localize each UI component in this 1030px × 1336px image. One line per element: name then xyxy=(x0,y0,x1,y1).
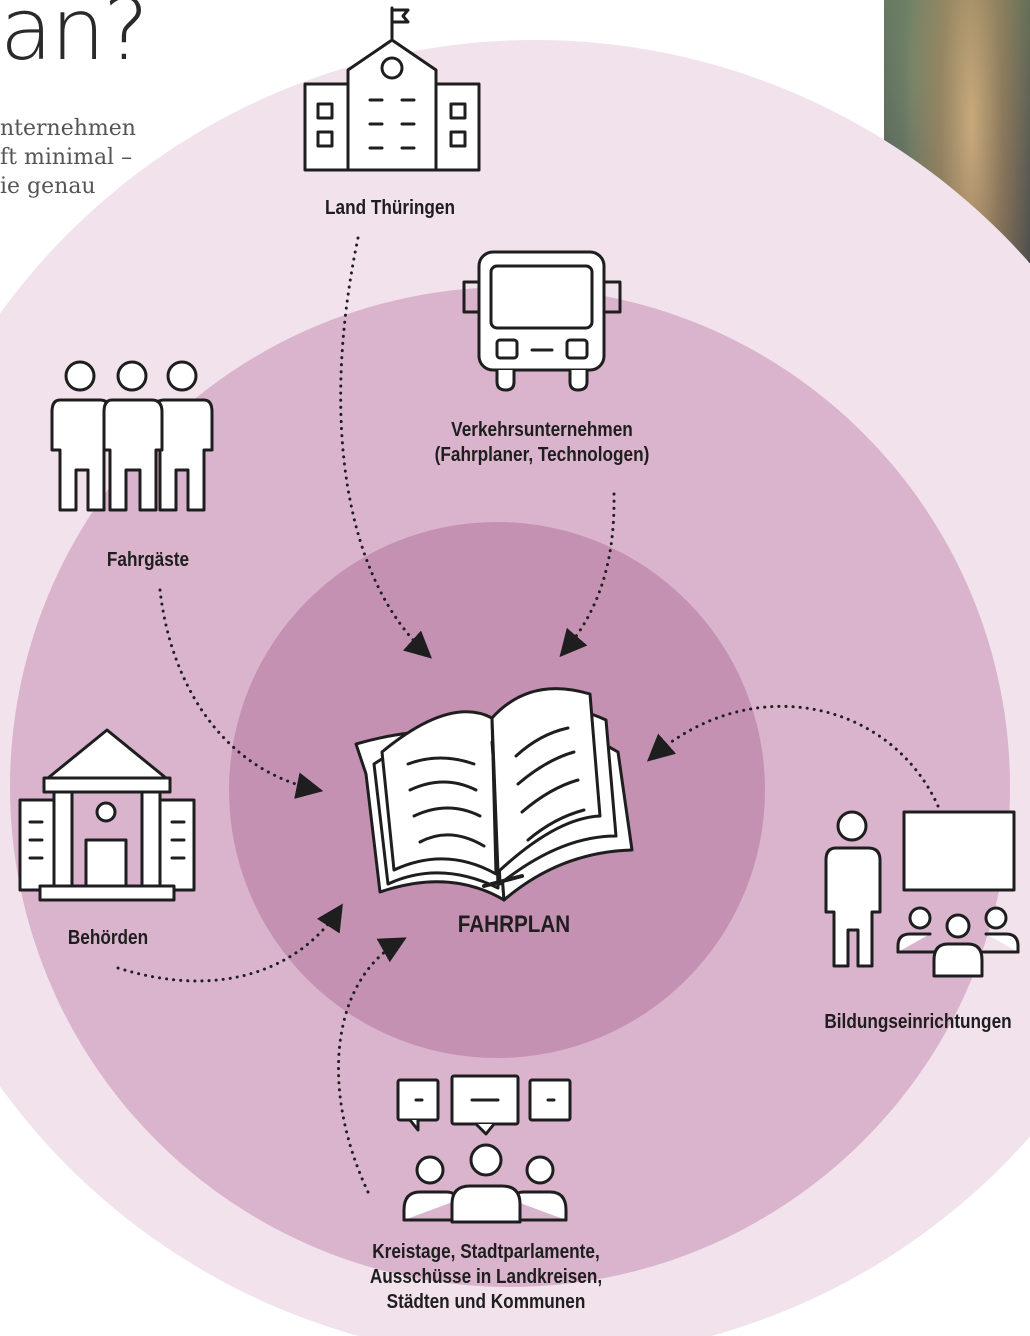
authority-building-icon xyxy=(18,728,196,902)
intro-line: nternehmen xyxy=(0,116,136,141)
connector-fahrgaeste xyxy=(158,588,324,799)
bus-icon xyxy=(462,250,622,392)
label-center: FAHRPLAN xyxy=(437,912,592,937)
intro-line: ft minimal – xyxy=(0,145,133,170)
center-label: FAHRPLAN xyxy=(457,911,571,938)
open-book-icon xyxy=(354,687,634,902)
label-line: Bildungseinrichtungen xyxy=(824,1011,1012,1033)
connector-verkehr xyxy=(559,492,616,658)
label-line: Behörden xyxy=(67,927,149,949)
label-verkehr: Verkehrsunternehmen (Fahrplaner, Technol… xyxy=(413,418,671,468)
connector-behoerden xyxy=(116,903,343,983)
people-group-icon xyxy=(50,360,214,512)
label-behoerden: Behörden xyxy=(44,926,173,951)
discussion-group-icon xyxy=(396,1074,572,1224)
label-line: (Fahrplaner, Technologen) xyxy=(434,444,650,466)
page-title: an? xyxy=(0,0,149,80)
classroom-icon xyxy=(824,810,1020,978)
label-line: Kreistage, Stadtparlamente, xyxy=(372,1241,600,1263)
label-line: Verkehrsunternehmen xyxy=(451,419,633,441)
label-fahrgaeste: Fahrgäste xyxy=(84,548,213,573)
label-line: Fahrgäste xyxy=(106,549,190,571)
connector-kreistage xyxy=(337,937,407,1194)
label-bildung: Bildungseinrichtungen xyxy=(811,1010,1024,1035)
label-kreistage: Kreistage, Stadtparlamente, Ausschüsse i… xyxy=(340,1240,632,1315)
label-line: Land Thüringen xyxy=(325,197,455,219)
label-line: Ausschüsse in Landkreisen, xyxy=(369,1266,603,1288)
label-land: Land Thüringen xyxy=(313,196,468,221)
label-line: Städten und Kommunen xyxy=(386,1291,586,1313)
government-building-icon xyxy=(303,6,481,172)
intro-text: nternehmen ft minimal – ie genau xyxy=(0,114,200,201)
connector-bildung xyxy=(646,704,940,808)
intro-line: ie genau xyxy=(0,174,96,199)
